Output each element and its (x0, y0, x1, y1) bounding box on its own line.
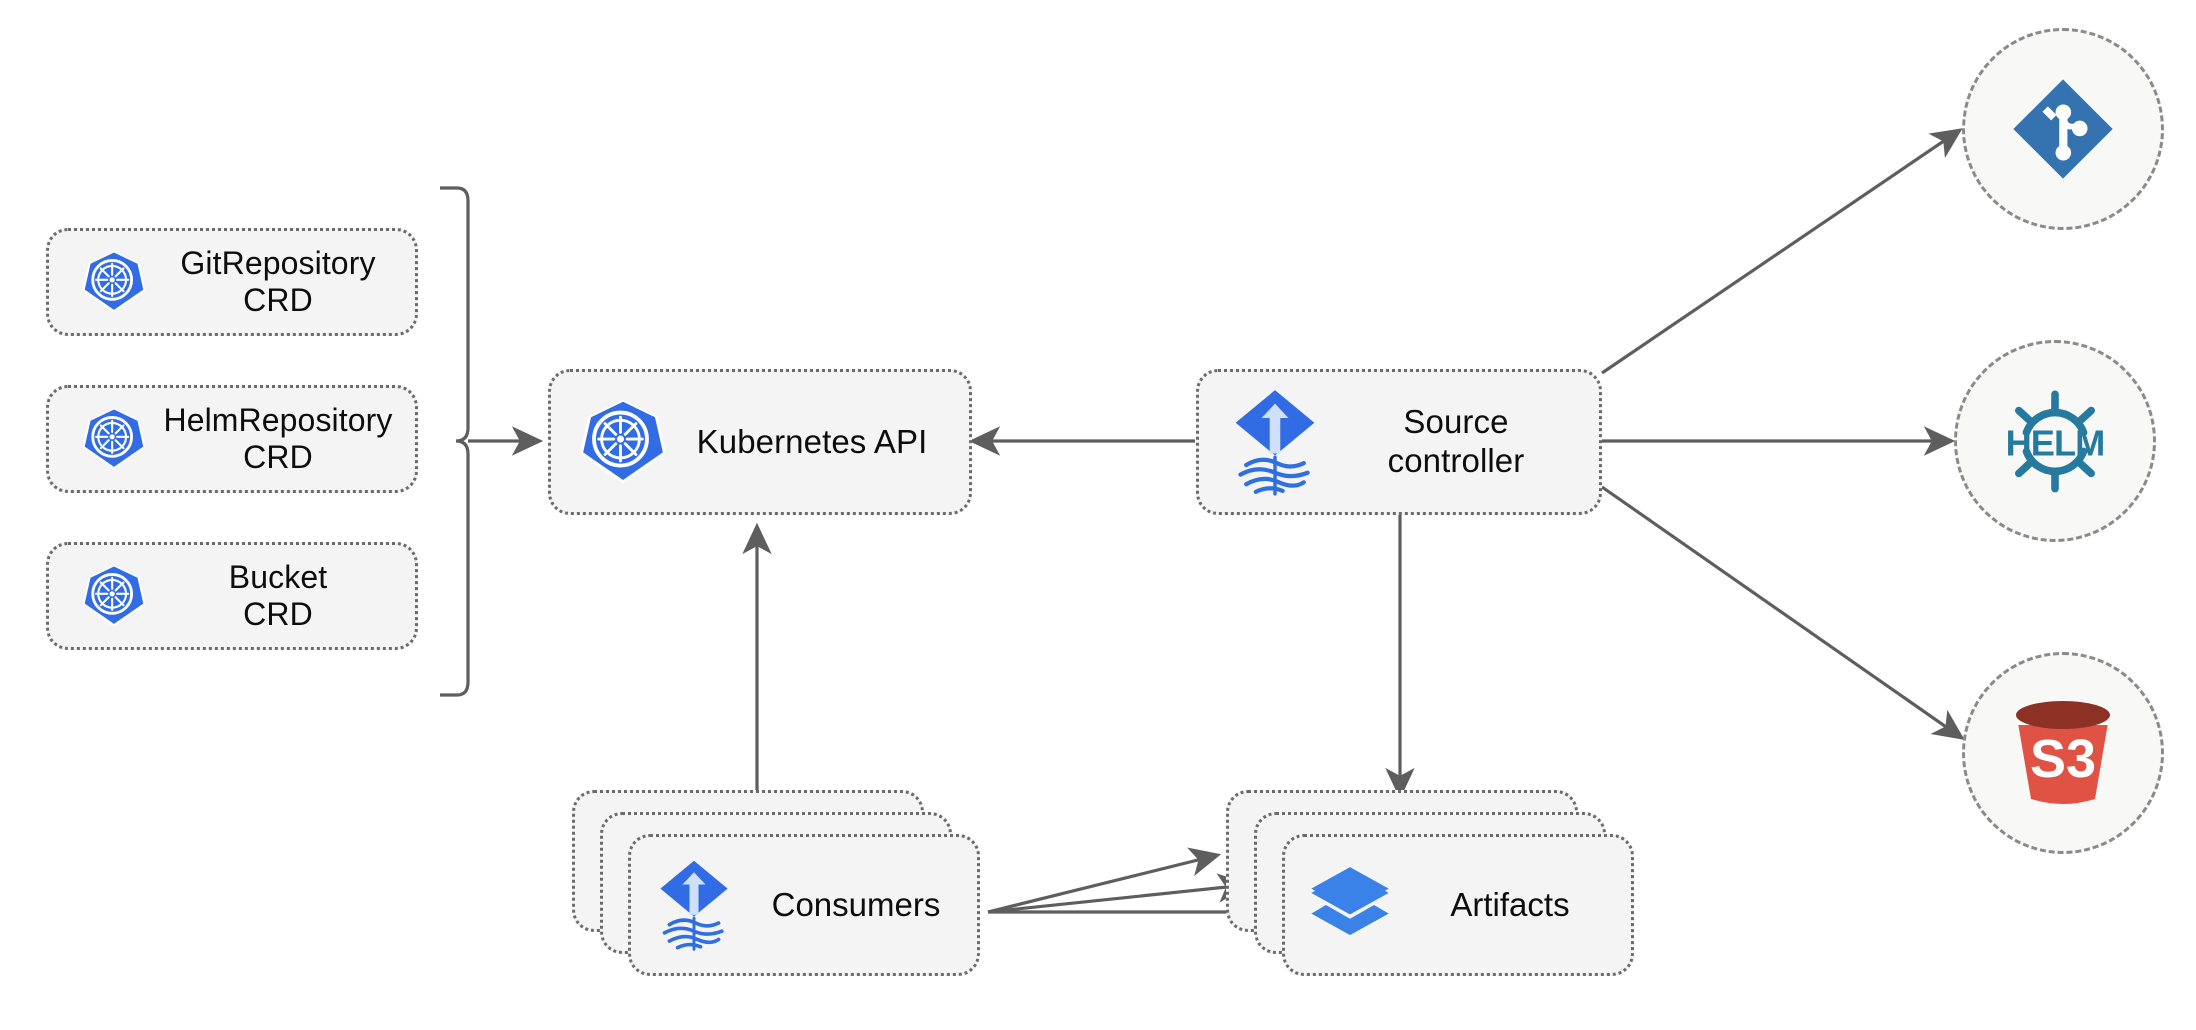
node-kubernetes-api[interactable]: Kubernetes API (548, 369, 972, 515)
edge-sourcecontroller-to-s3 (1601, 485, 1965, 740)
external-source-helm[interactable]: HELM (1954, 340, 2156, 542)
external-source-git[interactable] (1962, 28, 2164, 230)
node-consumers-label: Consumers (771, 886, 941, 923)
flux-icon (1221, 386, 1329, 498)
crd-group-brace (440, 186, 470, 697)
external-source-s3[interactable]: S3 (1962, 652, 2164, 854)
node-artifacts-label: Artifacts (1450, 886, 1570, 923)
node-source-controller-label: Source controller (1387, 403, 1525, 479)
svg-text:HELM: HELM (2006, 422, 2105, 463)
edge-consumers-to-artifacts-2 (987, 873, 1250, 914)
node-kubernetes-api-label: Kubernetes API (696, 422, 928, 460)
crd-helmrepository[interactable]: HelmRepository CRD (46, 385, 418, 493)
crd-bucket-label: Bucket CRD (228, 558, 328, 632)
crd-gitrepository[interactable]: GitRepository CRD (46, 228, 418, 336)
kubernetes-icon (71, 249, 157, 315)
crd-bucket[interactable]: Bucket CRD (46, 542, 418, 650)
flux-icon (653, 857, 749, 953)
git-icon (2009, 75, 2117, 183)
layers-icon (1307, 862, 1403, 948)
consumers-layer-front[interactable]: Consumers (628, 834, 980, 976)
s3-icon: S3 (2003, 695, 2123, 811)
kubernetes-icon (71, 406, 157, 472)
helm-icon: HELM (1992, 381, 2118, 501)
kubernetes-icon (71, 563, 157, 629)
crd-helmrepository-label: HelmRepository CRD (163, 401, 393, 475)
edge-sourcecontroller-to-git (1601, 128, 1963, 375)
artifacts-layer-front[interactable]: Artifacts (1282, 834, 1634, 976)
crd-gitrepository-label: GitRepository CRD (180, 244, 376, 318)
edge-consumers-to-artifacts-1 (987, 847, 1222, 914)
kubernetes-icon (575, 397, 671, 487)
svg-text:S3: S3 (2030, 729, 2096, 789)
node-source-controller[interactable]: Source controller (1196, 369, 1602, 515)
